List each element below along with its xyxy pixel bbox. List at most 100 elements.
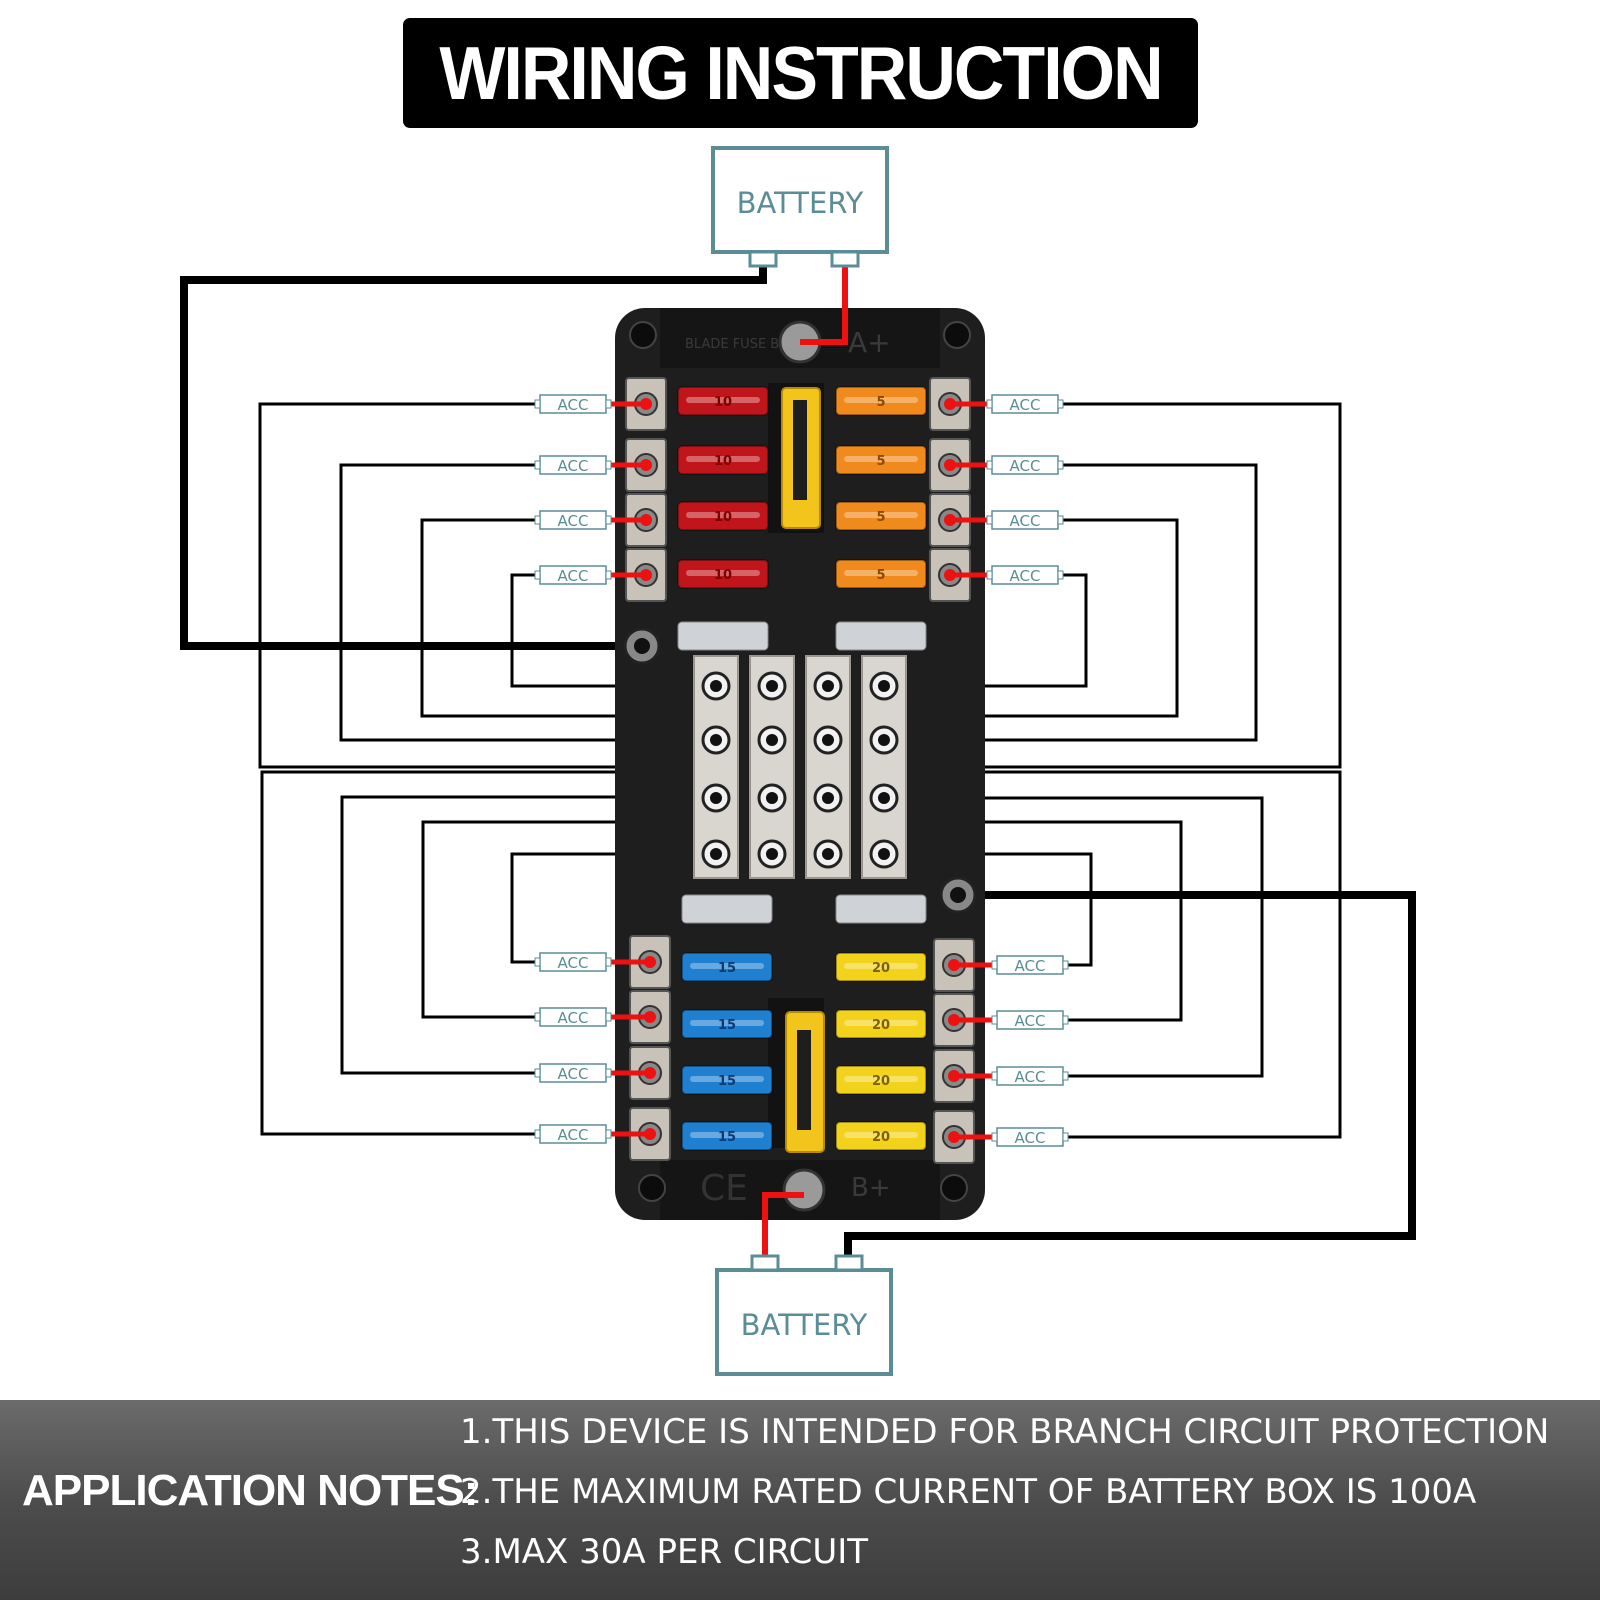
blade-fuse: 20 <box>835 1065 927 1095</box>
acc-tag: ACC <box>991 1010 1069 1030</box>
bus-screw <box>701 839 731 869</box>
acc-tag: ACC <box>534 952 612 972</box>
brand-text: BLADE FUSE BOX <box>685 337 797 352</box>
acc-tags: ACC ACC ACC ACC ACC ACC ACC ACC ACC ACC ACC ACC ACC A… <box>534 394 1069 1147</box>
acc-label: ACC <box>558 512 589 530</box>
battery-top: BATTERY <box>711 146 889 268</box>
acc-tag: ACC <box>986 455 1064 475</box>
blade-fuse: 10 <box>677 445 769 475</box>
fuse-rating-label: 10 <box>714 454 732 469</box>
spare-fuse <box>681 894 773 924</box>
acc-tag: ACC <box>991 1127 1069 1147</box>
blade-fuse: 20 <box>835 1121 927 1151</box>
terminal-a-label: A+ <box>848 326 891 359</box>
side-terminals <box>625 377 975 1164</box>
fuse-rating-label: 10 <box>714 510 732 525</box>
acc-tag: ACC <box>534 510 612 530</box>
fuse-rating-label: 15 <box>718 961 736 976</box>
bus-screw <box>813 839 843 869</box>
blade-fuse: 15 <box>681 1009 773 1039</box>
acc-tag: ACC <box>991 1066 1069 1086</box>
acc-label: ACC <box>558 567 589 585</box>
acc-tag: ACC <box>534 1063 612 1083</box>
note-item: 3.MAX 30A PER CIRCUIT <box>460 1532 868 1572</box>
main-stud-b <box>782 1168 826 1212</box>
fuse-rating-label: 10 <box>714 395 732 410</box>
bus-screw <box>757 671 787 701</box>
terminal-b-label: B+ <box>851 1173 891 1203</box>
acc-label: ACC <box>1010 457 1041 475</box>
fuse-rating-label: 20 <box>872 1074 890 1089</box>
blade-fuse: 20 <box>835 1009 927 1039</box>
acc-tag: ACC <box>534 394 612 414</box>
fuse-rating-label: 20 <box>872 1018 890 1033</box>
acc-label: ACC <box>558 457 589 475</box>
fuse-rating-label: 20 <box>872 1130 890 1145</box>
title-banner: WIRING INSTRUCTION <box>403 18 1198 128</box>
fuse-rating-label: 15 <box>718 1018 736 1033</box>
fuse-box-body <box>615 308 985 1220</box>
acc-tag: ACC <box>986 394 1064 414</box>
acc-label: ACC <box>1015 1129 1046 1147</box>
acc-label: ACC <box>1010 396 1041 414</box>
battery-terminal-negative <box>834 1254 864 1272</box>
battery-terminal-positive <box>830 250 860 268</box>
acc-label: ACC <box>1010 512 1041 530</box>
bus-screw <box>757 725 787 755</box>
bus-screw <box>813 671 843 701</box>
application-notes: APPLICATION NOTES: 1.THIS DEVICE IS INTE… <box>0 1400 1600 1600</box>
fuse-rating-label: 10 <box>714 568 732 583</box>
note-item: 1.THIS DEVICE IS INTENDED FOR BRANCH CIR… <box>460 1412 1550 1452</box>
acc-tag: ACC <box>534 565 612 585</box>
blade-fuse: 10 <box>677 559 769 589</box>
bus-screw <box>701 671 731 701</box>
fuse-box: BLADE FUSE BOX A+ B+ CE <box>615 308 985 1220</box>
ground-wires <box>180 262 1416 1255</box>
acc-tag: ACC <box>986 565 1064 585</box>
acc-label: ACC <box>1015 1068 1046 1086</box>
acc-label: ACC <box>1010 567 1041 585</box>
fuse-rating-label: 5 <box>876 510 885 525</box>
spare-fuse <box>835 894 927 924</box>
bus-screw <box>757 839 787 869</box>
battery-terminal-positive <box>750 1254 780 1272</box>
screw-icon <box>629 321 657 349</box>
fuse-rating-label: 5 <box>876 454 885 469</box>
screw-icon <box>638 1174 666 1202</box>
acc-label: ACC <box>558 1065 589 1083</box>
blade-fuse: 5 <box>835 445 927 475</box>
bus-screw <box>813 783 843 813</box>
battery-bottom: BATTERY <box>715 1254 893 1376</box>
bus-screw <box>869 839 899 869</box>
bus-screw <box>869 783 899 813</box>
blade-fuse: 5 <box>835 386 927 416</box>
bus-screws <box>701 671 899 869</box>
application-notes-title: APPLICATION NOTES: <box>22 1466 478 1515</box>
acc-label: ACC <box>558 1009 589 1027</box>
fuse-rating-label: 5 <box>876 568 885 583</box>
acc-tag: ACC <box>986 510 1064 530</box>
acc-tag: ACC <box>534 1007 612 1027</box>
fuse-rating-label: 5 <box>876 395 885 410</box>
battery-bottom-label: BATTERY <box>741 1308 868 1342</box>
acc-tag: ACC <box>991 955 1069 975</box>
blade-fuse: 15 <box>681 1065 773 1095</box>
bus-screw <box>813 725 843 755</box>
acc-label: ACC <box>1015 957 1046 975</box>
blade-fuse: 10 <box>677 501 769 531</box>
bus-screw <box>869 725 899 755</box>
wiring-diagram: BLADE FUSE BOX A+ B+ CE 10 <box>180 146 1416 1376</box>
negative-bus-bars <box>693 655 907 879</box>
blade-fuse: 5 <box>835 501 927 531</box>
bus-screw <box>701 783 731 813</box>
fuse-rating-label: 20 <box>872 961 890 976</box>
note-item: 2.THE MAXIMUM RATED CURRENT OF BATTERY B… <box>460 1472 1477 1512</box>
acc-tag: ACC <box>534 455 612 475</box>
acc-label: ACC <box>558 1126 589 1144</box>
fuse-rating-label: 15 <box>718 1074 736 1089</box>
blade-fuse: 20 <box>835 952 927 982</box>
title-text: WIRING INSTRUCTION <box>439 30 1163 116</box>
blade-fuse: 5 <box>835 559 927 589</box>
bus-screw <box>869 671 899 701</box>
